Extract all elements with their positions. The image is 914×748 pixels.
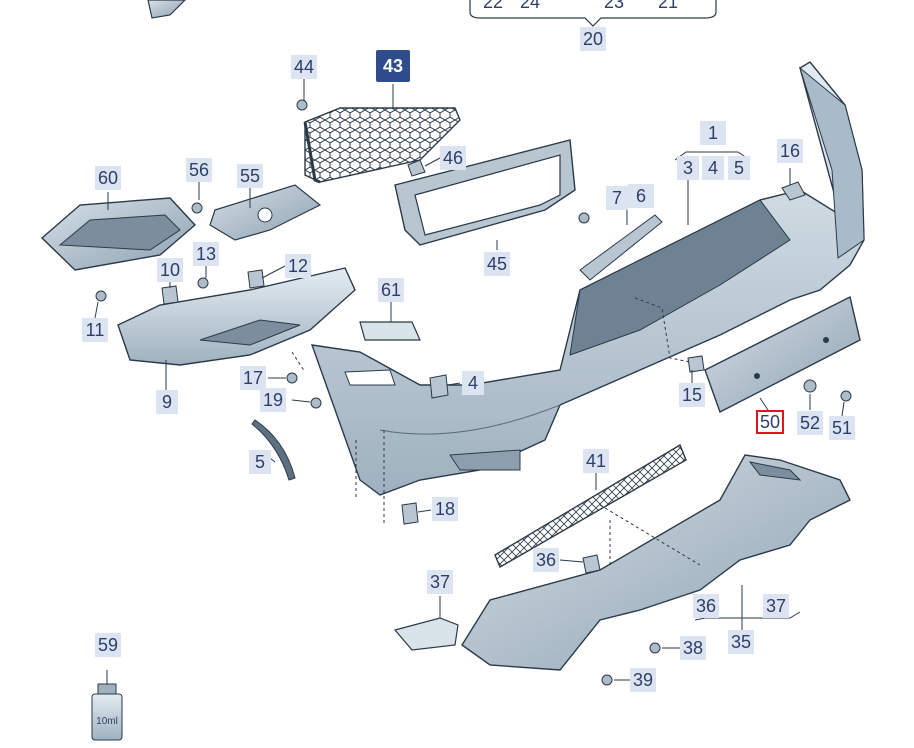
label-45[interactable]: 45 [484,252,510,276]
label-60[interactable]: 60 [95,166,121,190]
bracket-6 [579,214,663,281]
label-51[interactable]: 51 [829,416,855,440]
label-38[interactable]: 38 [680,636,706,660]
label-56[interactable]: 56 [186,158,212,182]
label-46[interactable]: 46 [440,146,466,170]
label-10[interactable]: 10 [157,258,183,282]
label-61[interactable]: 61 [378,278,404,302]
bottle-label: 10ml [96,716,118,727]
label-22: 22 [483,0,504,12]
label-16[interactable]: 16 [777,139,803,163]
label-19[interactable]: 19 [260,388,286,412]
label-36-group[interactable]: 36 [693,594,719,618]
label-55[interactable]: 55 [237,164,263,188]
nut-12 [247,269,265,289]
nut-18 [401,502,419,525]
label-37-group[interactable]: 37 [763,594,789,618]
label-52[interactable]: 52 [797,411,823,435]
label-23: 23 [604,0,625,12]
side-bracket-9 [117,267,356,366]
clip-16 [781,181,806,201]
label-18[interactable]: 18 [432,497,458,521]
label-4-group1[interactable]: 4 [702,156,724,180]
trim-strip-5 [251,419,296,481]
clip-46 [407,159,426,177]
label-12[interactable]: 12 [285,254,311,278]
sealant-bottle-59 [91,670,123,741]
diffuser-grille-41 [494,443,687,569]
label-15[interactable]: 15 [679,383,705,407]
label-24: 24 [520,0,541,12]
label-13[interactable]: 13 [193,242,219,266]
label-11[interactable]: 11 [82,318,108,342]
nut-4 [429,374,449,399]
label-50-highlighted[interactable]: 50 [756,410,784,434]
label-5-group1[interactable]: 5 [728,156,750,180]
label-43[interactable]: 43 [376,50,410,82]
label-5-trim[interactable]: 5 [249,450,271,474]
label-6[interactable]: 6 [628,184,654,208]
clip-15 [687,355,705,373]
license-plate-panel [704,295,861,413]
screws [95,99,852,686]
dashed-guides [291,297,701,566]
label-4-clip[interactable]: 4 [462,371,484,395]
label-21: 21 [658,0,679,12]
label-44[interactable]: 44 [291,55,317,79]
tow-cover-37 [393,617,459,651]
leader-lines [94,78,845,681]
label-59[interactable]: 59 [95,633,121,657]
label-41[interactable]: 41 [583,449,609,473]
bumper-inner-shadow [569,199,791,356]
label-37-cover[interactable]: 37 [427,570,453,594]
label-9[interactable]: 9 [156,390,178,414]
label-39[interactable]: 39 [630,668,656,692]
label-20[interactable]: 20 [580,27,606,51]
label-17[interactable]: 17 [240,366,266,390]
top-part-fragment [147,0,186,19]
group-bracket-20 [469,0,717,27]
rear-diffuser-35 [461,454,851,671]
label-35[interactable]: 35 [728,630,754,654]
label-3[interactable]: 3 [677,156,699,180]
grille-43 [304,107,461,183]
clip-36 [582,554,601,574]
label-36-clip[interactable]: 36 [533,548,559,572]
reflector-61 [359,321,421,341]
label-7[interactable]: 7 [606,186,628,210]
label-1[interactable]: 1 [700,121,726,145]
nut-10 [161,285,179,305]
